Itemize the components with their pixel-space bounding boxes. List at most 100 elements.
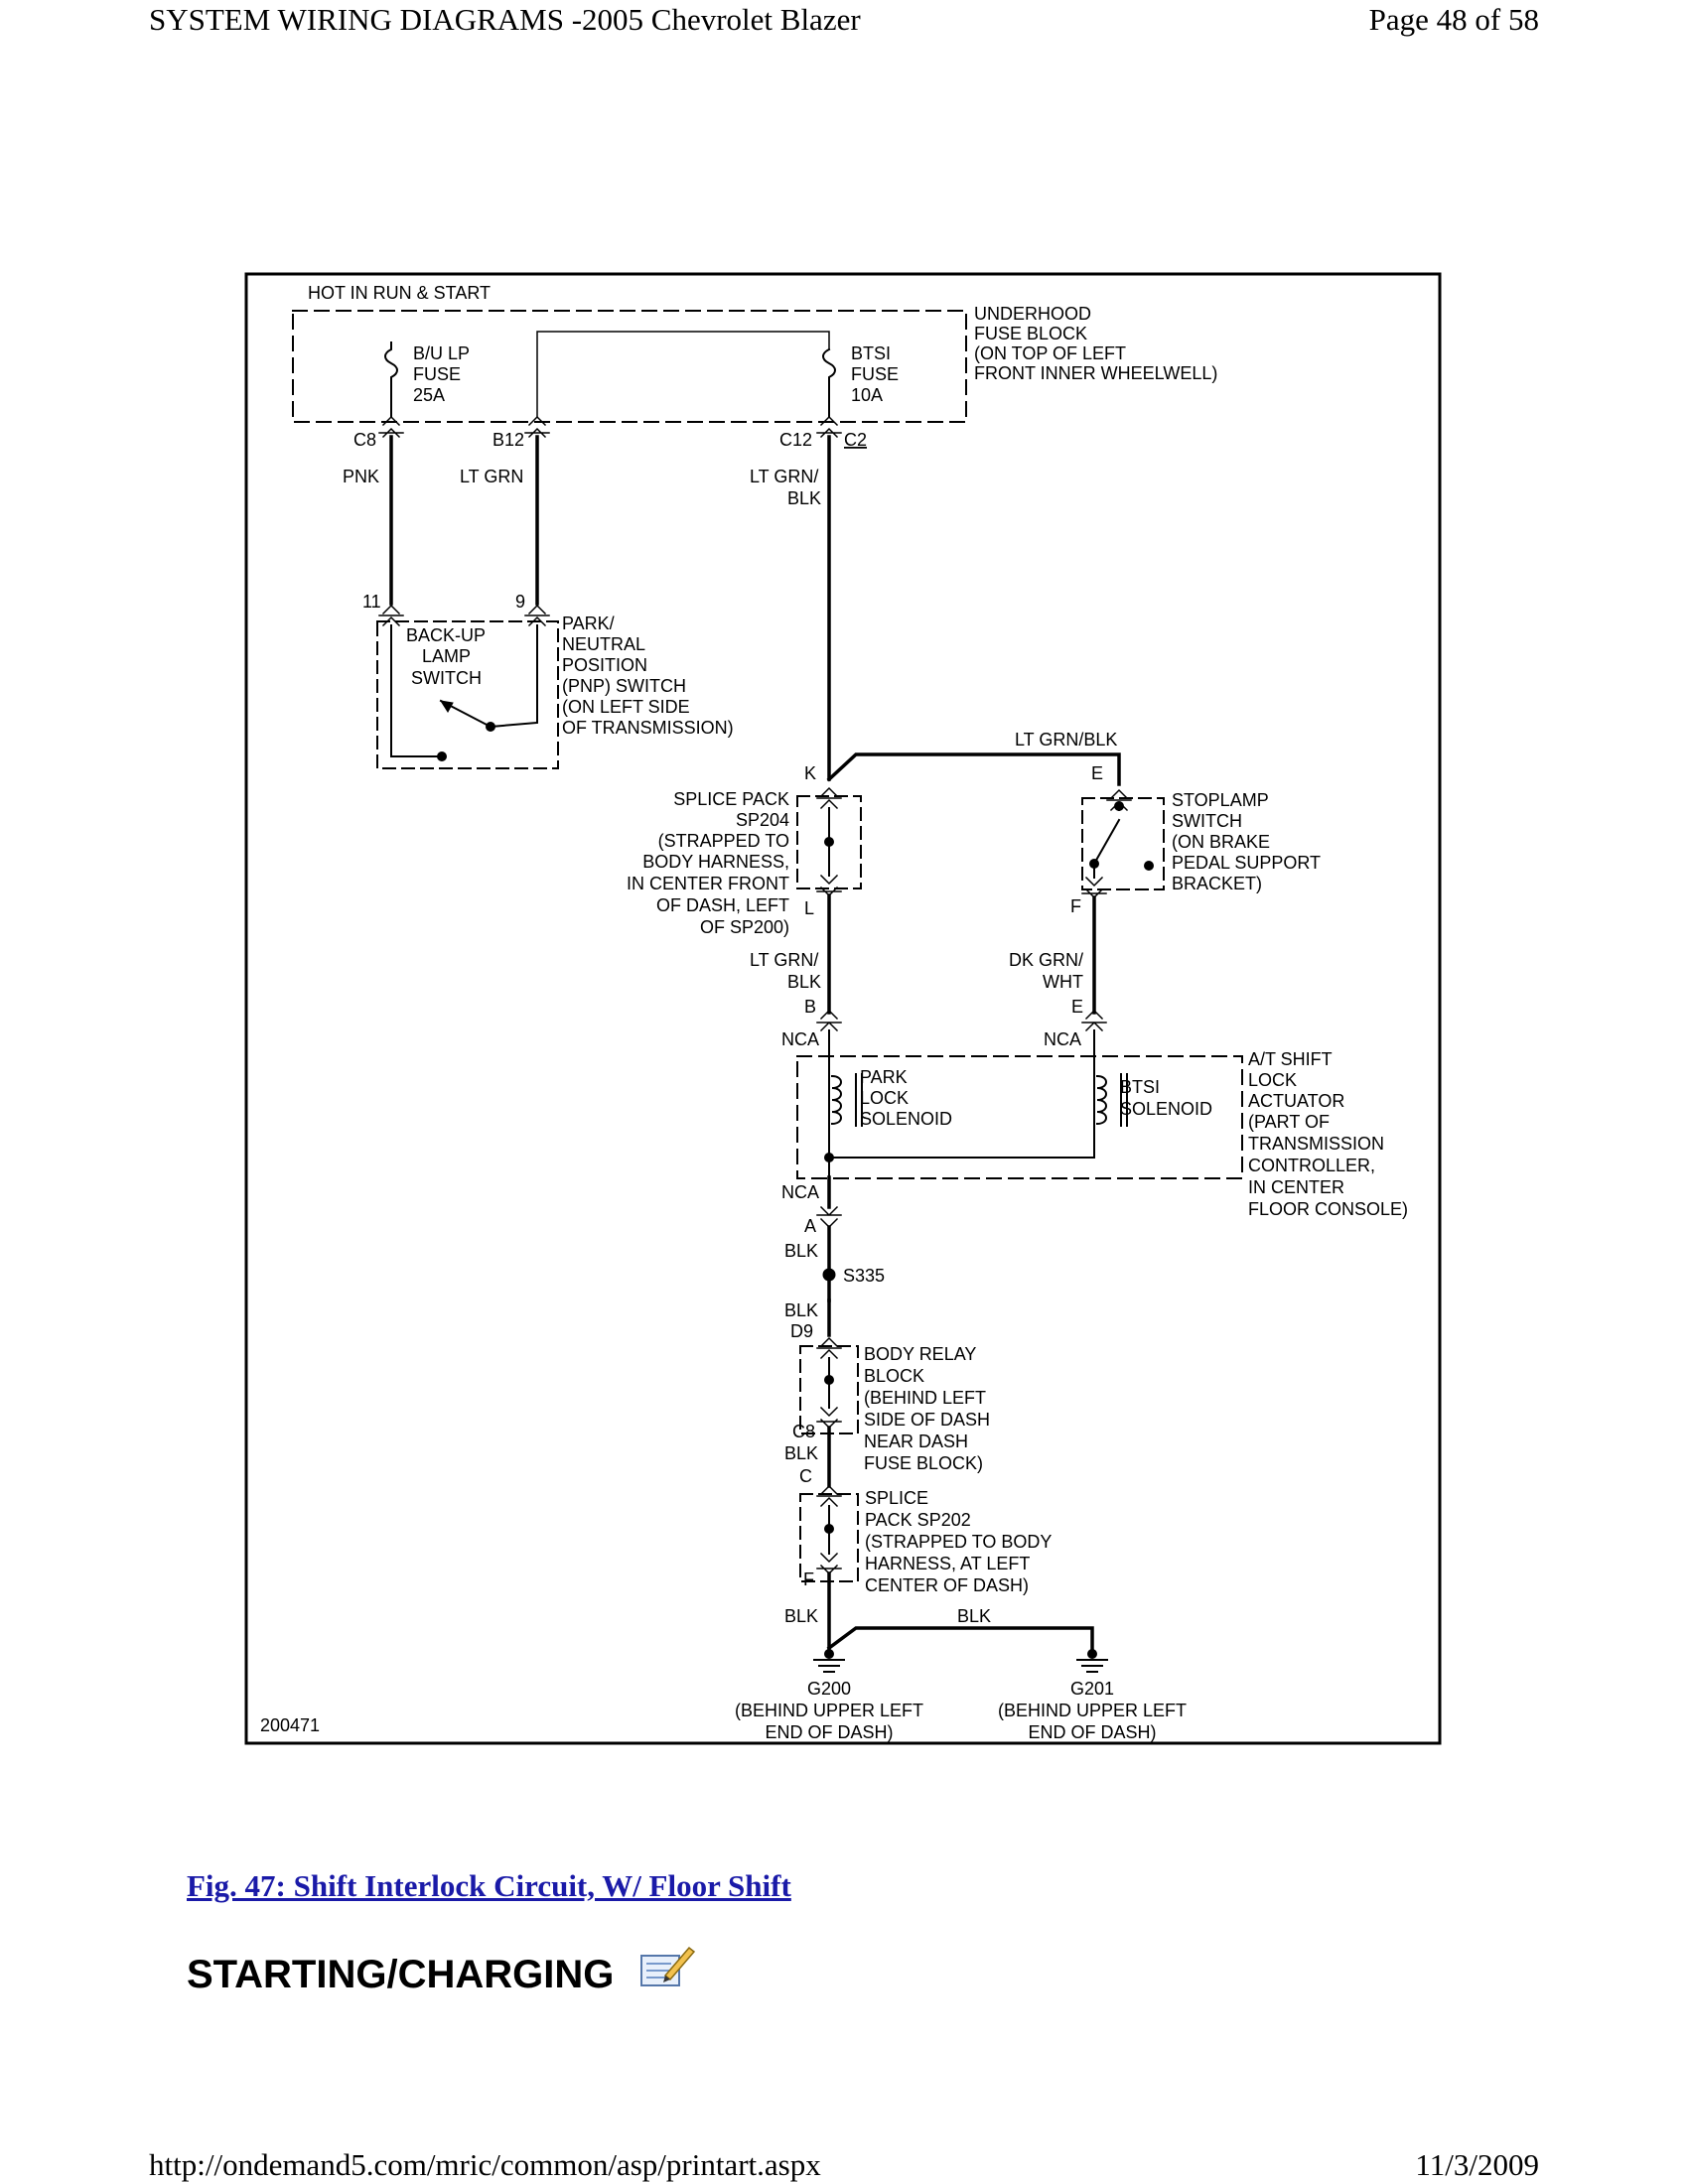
body-relay-dot <box>824 1375 834 1385</box>
connector-mark-c8 <box>378 415 404 439</box>
connector-mark-f-sp202 <box>816 1552 842 1575</box>
ground-g201-symbol <box>1076 1649 1108 1673</box>
connector-mark-c <box>816 1484 842 1508</box>
svg-text:25A: 25A <box>413 385 445 405</box>
svg-text:BTSI: BTSI <box>1120 1077 1160 1097</box>
svg-text:BLOCK: BLOCK <box>864 1366 924 1386</box>
svg-text:NEAR DASH: NEAR DASH <box>864 1432 968 1451</box>
park-lock-core <box>855 1073 863 1127</box>
svg-text:G201: G201 <box>1070 1679 1114 1699</box>
svg-text:SWITCH: SWITCH <box>1172 811 1242 831</box>
svg-text:CONTROLLER,: CONTROLLER, <box>1248 1156 1375 1175</box>
pin-c-label: C <box>799 1466 812 1486</box>
stoplamp-switch-outline <box>1081 797 1165 890</box>
svg-text:PACK SP202: PACK SP202 <box>865 1510 971 1530</box>
wire-blk-label-5: BLK <box>957 1606 991 1626</box>
sp204-label: SPLICE PACK SP204 (STRAPPED TO BODY HARN… <box>627 789 789 937</box>
pin-c2-label: C2 <box>844 430 867 450</box>
svg-text:OF SP200): OF SP200) <box>700 917 789 937</box>
wire-lt-grn-blk-top-label: LT GRN/BLK <box>1015 730 1117 750</box>
svg-text:BACK-UP: BACK-UP <box>406 625 486 645</box>
busbar-line <box>536 331 830 418</box>
ground-g200-symbol <box>813 1649 845 1673</box>
svg-text:LOCK: LOCK <box>860 1088 909 1108</box>
svg-text:10A: 10A <box>851 385 883 405</box>
svg-text:(STRAPPED TO: (STRAPPED TO <box>658 831 789 851</box>
svg-text:FRONT INNER WHEELWELL): FRONT INNER WHEELWELL) <box>974 363 1217 383</box>
svg-text:A/T SHIFT: A/T SHIFT <box>1248 1049 1333 1069</box>
edit-note-icon[interactable] <box>637 1942 697 1989</box>
park-lock-solenoid-coil <box>830 1074 842 1126</box>
connector-mark-b12 <box>524 415 550 439</box>
fuse-b-u-lp-label: B/U LP FUSE 25A <box>413 343 470 405</box>
svg-text:HARNESS, AT LEFT: HARNESS, AT LEFT <box>865 1554 1030 1573</box>
pin-nca-3-label: NCA <box>781 1182 819 1202</box>
svg-text:G200: G200 <box>807 1679 851 1699</box>
svg-text:BODY HARNESS,: BODY HARNESS, <box>642 852 789 872</box>
hot-in-run-label: HOT IN RUN & START <box>308 283 491 303</box>
wire-blk-label-3: BLK <box>784 1443 818 1463</box>
svg-text:PEDAL SUPPORT: PEDAL SUPPORT <box>1172 853 1321 873</box>
pin-a-label: A <box>804 1216 816 1236</box>
section-heading: STARTING/CHARGING <box>187 1953 615 1996</box>
stoplamp-blade <box>1092 818 1121 866</box>
pin-c12-label: C12 <box>779 430 812 450</box>
connector-mark-k <box>816 786 842 810</box>
svg-text:LAMP: LAMP <box>422 646 471 666</box>
svg-text:FUSE BLOCK): FUSE BLOCK) <box>864 1453 983 1473</box>
splice-s335-label: S335 <box>843 1266 885 1286</box>
pin-b12-label: B12 <box>492 430 524 450</box>
svg-text:B/U LP: B/U LP <box>413 343 470 363</box>
svg-text:BTSI: BTSI <box>851 343 891 363</box>
svg-text:SP204: SP204 <box>736 810 789 830</box>
connector-mark-e-actuator <box>1081 1009 1107 1032</box>
svg-text:SWITCH: SWITCH <box>411 668 482 688</box>
actuator-label: A/T SHIFT LOCK ACTUATOR (PART OF TRANSMI… <box>1248 1049 1408 1219</box>
ground-g200-label: G200 (BEHIND UPPER LEFT END OF DASH) <box>735 1679 923 1742</box>
svg-text:END OF DASH): END OF DASH) <box>1028 1722 1156 1742</box>
svg-text:(PART OF: (PART OF <box>1248 1112 1330 1132</box>
ground-g201-label: G201 (BEHIND UPPER LEFT END OF DASH) <box>998 1679 1187 1742</box>
svg-text:LOCK: LOCK <box>1248 1070 1297 1090</box>
svg-text:NEUTRAL: NEUTRAL <box>562 634 645 654</box>
wire-lt-grn-blk-to-stoplamp <box>826 752 1121 786</box>
svg-text:SPLICE: SPLICE <box>865 1488 928 1508</box>
svg-text:ACTUATOR: ACTUATOR <box>1248 1091 1344 1111</box>
pin-l-label: L <box>804 898 814 918</box>
svg-text:TRANSMISSION: TRANSMISSION <box>1248 1134 1384 1154</box>
pin-nca-2-label: NCA <box>1044 1029 1081 1049</box>
footer-date: 11/3/2009 <box>1415 2147 1539 2182</box>
btsi-solenoid-coil <box>1095 1074 1107 1126</box>
pin-d9-label: D9 <box>790 1321 813 1341</box>
svg-text:PARK: PARK <box>860 1067 908 1087</box>
sp202-dot <box>824 1524 834 1534</box>
wire-blk-to-g201 <box>826 1626 1094 1656</box>
figure-id-label: 200471 <box>260 1715 320 1735</box>
svg-text:OF DASH, LEFT: OF DASH, LEFT <box>656 895 789 915</box>
pnp-switch-outline <box>376 620 559 769</box>
figure-caption-link[interactable]: Fig. 47: Shift Interlock Circuit, W/ Flo… <box>187 1868 791 1903</box>
pin-f-sp202-label: F <box>803 1570 814 1589</box>
footer-url: http://ondemand5.com/mric/common/asp/pri… <box>149 2147 821 2182</box>
connector-mark-f-stoplamp <box>1081 876 1107 899</box>
wire-dk-grn-wht-label: DK GRN/ WHT <box>1009 950 1083 992</box>
wire-blk-label-1: BLK <box>784 1241 818 1261</box>
svg-text:(BEHIND UPPER LEFT: (BEHIND UPPER LEFT <box>998 1701 1187 1720</box>
svg-text:SOLENOID: SOLENOID <box>1120 1099 1212 1119</box>
wire-lt-grn-blk-label-2: LT GRN/ BLK <box>750 950 821 992</box>
diagram-frame <box>244 272 1442 1745</box>
svg-text:SOLENOID: SOLENOID <box>860 1109 952 1129</box>
connector-mark-b <box>816 1009 842 1032</box>
pin-f-stoplamp-label: F <box>1070 896 1081 916</box>
pin-nca-1-label: NCA <box>781 1029 819 1049</box>
connector-mark-c8-relay <box>816 1406 842 1430</box>
svg-text:FUSE: FUSE <box>851 364 899 384</box>
underhood-fuse-block-label: UNDERHOOD FUSE BLOCK (ON TOP OF LEFT FRO… <box>974 304 1217 383</box>
connector-mark-pin-11 <box>378 604 404 627</box>
btsi-solenoid-label: BTSI SOLENOID <box>1120 1077 1212 1119</box>
wire-blk-label-2: BLK <box>784 1300 818 1320</box>
pin-e-actuator-label: E <box>1071 997 1083 1017</box>
splice-s335-dot <box>822 1268 836 1282</box>
svg-text:BODY RELAY: BODY RELAY <box>864 1344 976 1364</box>
